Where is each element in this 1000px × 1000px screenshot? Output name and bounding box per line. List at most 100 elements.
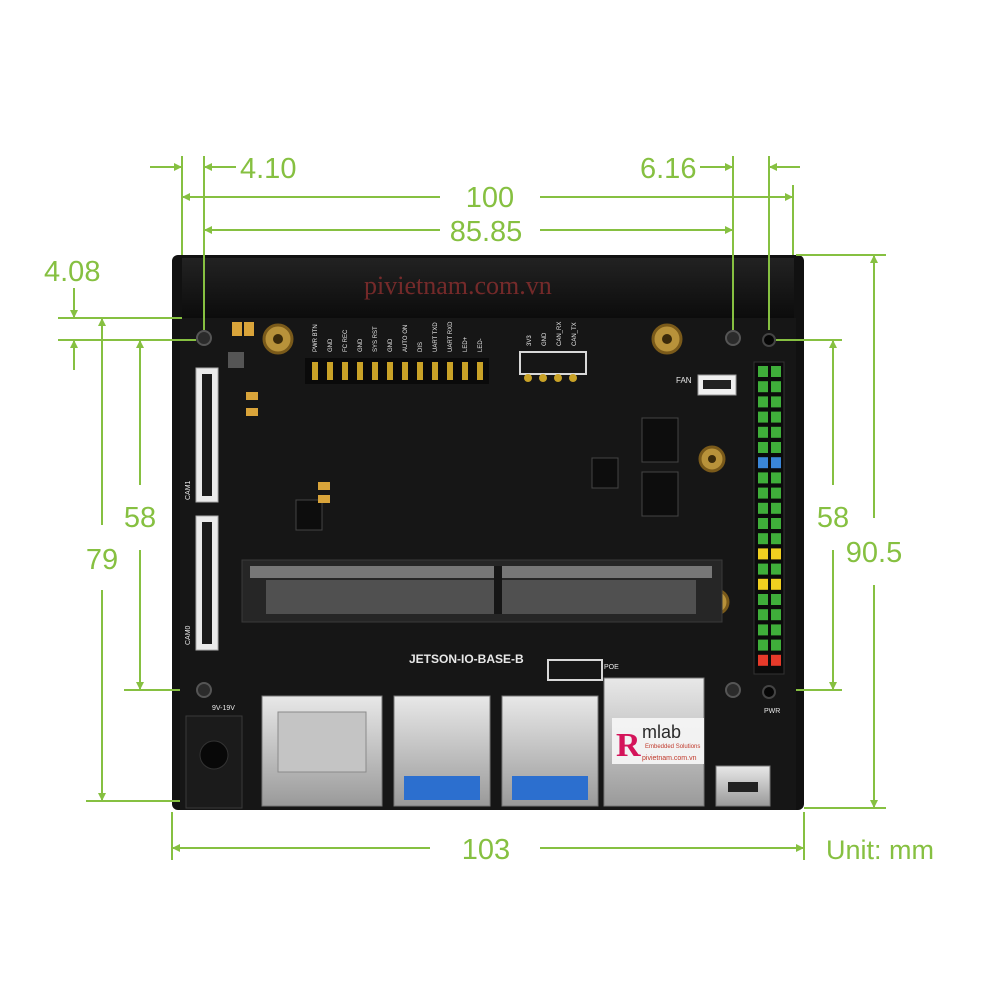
- header-pin: [312, 362, 318, 380]
- gpio-pin: [758, 396, 768, 408]
- gpio-pin: [771, 411, 781, 423]
- cam0-label: CAM0: [185, 625, 192, 645]
- header-pin-label: UART TXD: [433, 322, 439, 352]
- gpio-pin: [771, 578, 781, 590]
- dim-90-5: 90.5: [846, 537, 902, 569]
- hole-bottom-left: [196, 682, 212, 698]
- header-pin: [417, 362, 423, 380]
- gpio-pin: [771, 502, 781, 514]
- mlab-logo: R mlab Embedded Solutions pivietnam.com.…: [612, 718, 704, 764]
- gpio-pin: [758, 472, 768, 484]
- gpio-pin: [758, 426, 768, 438]
- gpio-pin: [758, 533, 768, 545]
- gpio-pin: [758, 502, 768, 514]
- hole-frame-bottom: [762, 685, 776, 699]
- gpio-pin: [758, 609, 768, 621]
- pwr-label: PWR: [764, 708, 780, 715]
- dim-4-10: 4.10: [240, 153, 296, 185]
- fan-connector: FAN: [676, 374, 737, 396]
- header-pin: [342, 362, 348, 380]
- dim-85-85: 85.85: [450, 216, 523, 248]
- header-pin-label: FC REC: [343, 329, 349, 352]
- hole-top-left: [196, 330, 212, 346]
- dc-input-label: 9V-19V: [212, 705, 235, 712]
- gpio-pin: [758, 487, 768, 499]
- gpio-pin: [771, 624, 781, 636]
- gpio-pin: [758, 654, 768, 666]
- gpio-pin: [771, 457, 781, 469]
- gpio-pin: [758, 594, 768, 605]
- gpio-pin: [771, 442, 781, 453]
- gpio-pin: [758, 578, 768, 590]
- header-pin: [387, 362, 393, 380]
- logo-tagline: Embedded Solutions: [645, 744, 700, 750]
- gpio-pin: [771, 533, 781, 545]
- header-pin: [477, 362, 483, 380]
- header-pin-label: LED+: [463, 336, 469, 352]
- gpio-pin: [771, 594, 781, 605]
- gpio-40pin-header: [753, 361, 785, 675]
- gpio-pin: [771, 472, 781, 484]
- can-pin-label: GND: [542, 332, 548, 346]
- gpio-pin: [771, 487, 781, 499]
- gpio-pin: [758, 639, 768, 651]
- header-pin-label: GND: [358, 338, 364, 352]
- dim-58-left: 58: [124, 502, 156, 534]
- cam1-label: CAM1: [185, 480, 192, 500]
- poe-label: POE: [604, 664, 619, 671]
- header-pin: [357, 362, 363, 380]
- can-pin-label: 3V3: [527, 335, 533, 346]
- gpio-pin: [758, 411, 768, 423]
- unit-label: Unit: mm: [826, 835, 934, 865]
- dim-79: 79: [86, 544, 118, 576]
- dim-4-08: 4.08: [44, 256, 100, 288]
- gpio-pin: [771, 426, 781, 438]
- gpio-pin: [771, 548, 781, 560]
- top-rail: [182, 258, 794, 318]
- gpio-pin: [758, 381, 768, 393]
- poe-header: [547, 659, 603, 681]
- header-pin-label: GND: [328, 338, 334, 352]
- gpio-pin: [758, 442, 768, 453]
- hole-bottom-right: [725, 682, 741, 698]
- header-pin-label: UART RXD: [448, 321, 454, 352]
- camera-connectors: CAM1 CAM0: [185, 367, 219, 651]
- header-pin-label: LED-: [478, 338, 484, 352]
- gpio-pin: [758, 457, 768, 469]
- can-pin: [524, 374, 532, 382]
- gpio-pin: [758, 366, 768, 377]
- logo-mark: R: [616, 727, 641, 764]
- header-pin: [372, 362, 378, 380]
- header-pin: [432, 362, 438, 380]
- header-pin-label: SYS RST: [373, 326, 379, 352]
- dim-6-16: 6.16: [640, 153, 696, 185]
- header-pin: [327, 362, 333, 380]
- header-pin: [447, 362, 453, 380]
- header-pin: [462, 362, 468, 380]
- logo-name: mlab: [642, 722, 681, 742]
- gpio-pin: [771, 396, 781, 408]
- gpio-pin: [758, 518, 768, 529]
- can-pin: [554, 374, 562, 382]
- gpio-pin: [771, 609, 781, 621]
- header-pin: [402, 362, 408, 380]
- dimension-annotations: [58, 156, 886, 860]
- hole-frame-top: [762, 333, 776, 347]
- gpio-pin: [758, 548, 768, 560]
- gpio-pin: [758, 624, 768, 636]
- header-pin-label: GND: [388, 338, 394, 352]
- sodimm-slot: [241, 559, 723, 623]
- integrated-circuits: [228, 322, 679, 531]
- gpio-pin: [771, 639, 781, 651]
- dim-103: 103: [462, 834, 510, 866]
- dim-100: 100: [466, 182, 514, 214]
- dim-58-right: 58: [817, 502, 849, 534]
- can-pin-label: CAN_RX: [557, 322, 563, 346]
- can-pin: [539, 374, 547, 382]
- can-pin: [569, 374, 577, 382]
- fan-label: FAN: [676, 376, 692, 385]
